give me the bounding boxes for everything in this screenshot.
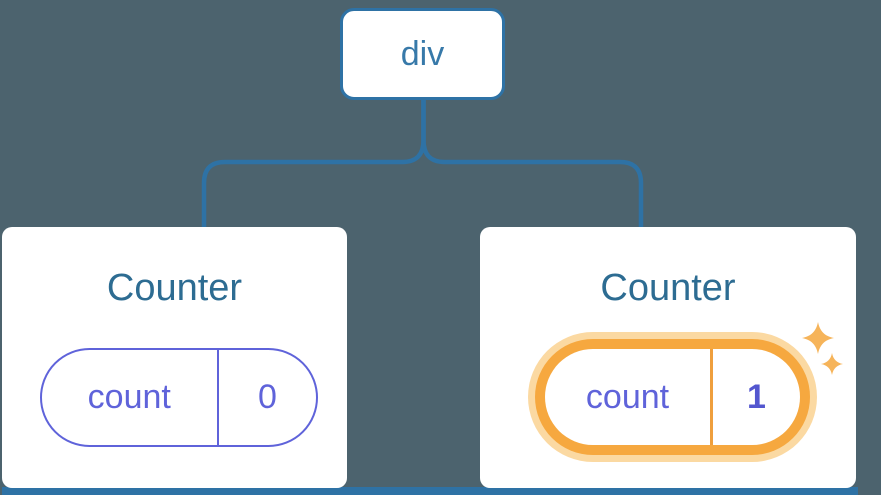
pill-divider	[216, 350, 219, 445]
state-pill: count 0	[40, 348, 318, 447]
counter-card-right: Counter count 1	[480, 227, 856, 488]
counter-title: Counter	[600, 267, 736, 309]
counter-title: Counter	[106, 267, 243, 309]
connector-right-branch	[421, 97, 644, 231]
bottom-baseline-bar	[2, 487, 858, 495]
state-pill-highlight-border: count 1	[535, 339, 810, 455]
state-key-label: count	[87, 378, 171, 416]
pill-divider	[710, 349, 713, 445]
connector-left-branch	[201, 97, 426, 231]
state-pill-inner: count 1	[545, 349, 800, 445]
state-value-label: 1	[747, 377, 766, 416]
root-node-div: div	[340, 8, 505, 100]
counter-card-left: Counter count 0	[2, 227, 347, 488]
state-pill-highlighted: count 1	[528, 332, 817, 462]
state-value-label: 0	[258, 378, 277, 416]
state-key-label: count	[585, 377, 670, 416]
root-node-label: div	[400, 35, 445, 73]
